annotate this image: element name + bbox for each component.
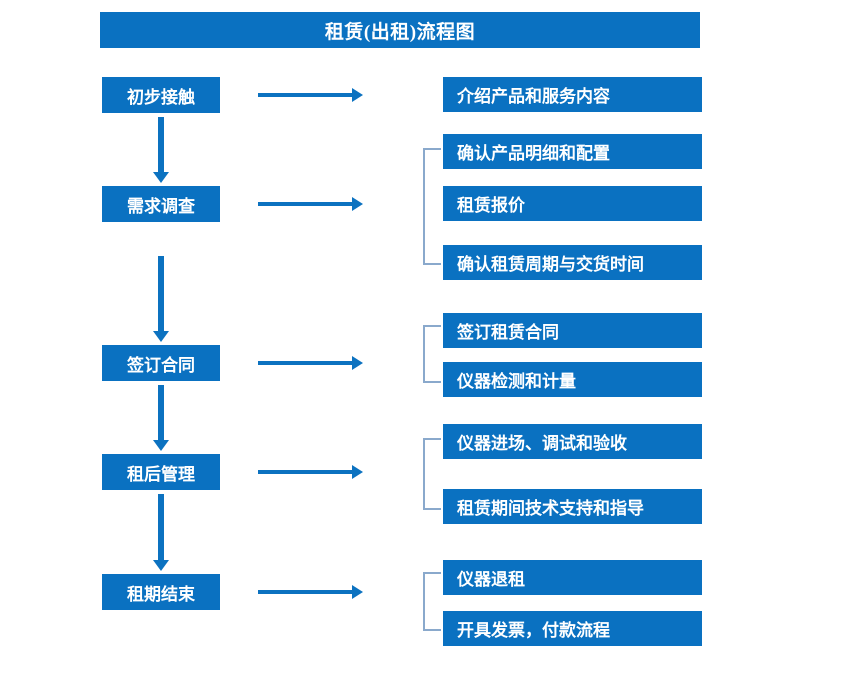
page-title: 租赁(出租)流程图 bbox=[100, 12, 700, 48]
group-bracket-sign-contract bbox=[423, 325, 441, 383]
detail-box-introduce-products[interactable]: 介绍产品和服务内容 bbox=[443, 77, 702, 112]
arrow-down-stage-3-to-4 bbox=[153, 385, 169, 451]
arrow-down-stage-4-to-5 bbox=[153, 494, 169, 571]
detail-box-onsite-commission[interactable]: 仪器进场、调试和验收 bbox=[443, 424, 702, 459]
group-bracket-post-rent-mgmt bbox=[423, 438, 441, 510]
arrow-shaft bbox=[258, 470, 352, 474]
detail-box-invoice-payment[interactable]: 开具发票，付款流程 bbox=[443, 611, 702, 646]
detail-box-return-instrument[interactable]: 仪器退租 bbox=[443, 560, 702, 595]
arrow-head bbox=[153, 560, 169, 571]
arrow-right-stage-4 bbox=[258, 465, 363, 479]
group-bracket-needs-survey bbox=[423, 148, 441, 265]
arrow-shaft bbox=[258, 202, 352, 206]
arrow-right-stage-1 bbox=[258, 88, 363, 102]
arrow-head bbox=[153, 331, 169, 342]
arrow-head bbox=[352, 585, 363, 599]
detail-box-sign-rental-contract[interactable]: 签订租赁合同 bbox=[443, 313, 702, 348]
arrow-down-stage-1-to-2 bbox=[153, 117, 169, 183]
detail-box-instrument-test[interactable]: 仪器检测和计量 bbox=[443, 362, 702, 397]
detail-box-tech-support[interactable]: 租赁期间技术支持和指导 bbox=[443, 489, 702, 524]
arrow-right-stage-3 bbox=[258, 356, 363, 370]
arrow-head bbox=[352, 88, 363, 102]
arrow-shaft bbox=[158, 494, 164, 560]
arrow-shaft bbox=[258, 361, 352, 365]
arrow-shaft bbox=[158, 385, 164, 440]
arrow-shaft bbox=[158, 256, 164, 331]
arrow-head bbox=[352, 465, 363, 479]
arrow-shaft bbox=[158, 117, 164, 172]
arrow-head bbox=[352, 356, 363, 370]
arrow-shaft bbox=[258, 93, 352, 97]
stage-box-needs-survey[interactable]: 需求调查 bbox=[102, 186, 220, 222]
detail-box-rental-quote[interactable]: 租赁报价 bbox=[443, 186, 702, 221]
arrow-head bbox=[352, 197, 363, 211]
arrow-down-stage-2-to-3 bbox=[153, 256, 169, 342]
detail-box-confirm-period[interactable]: 确认租赁周期与交货时间 bbox=[443, 245, 702, 280]
arrow-shaft bbox=[258, 590, 352, 594]
arrow-head bbox=[153, 172, 169, 183]
stage-box-rental-end[interactable]: 租期结束 bbox=[102, 574, 220, 610]
stage-box-sign-contract[interactable]: 签订合同 bbox=[102, 345, 220, 381]
stage-box-initial-contact[interactable]: 初步接触 bbox=[102, 77, 220, 113]
arrow-head bbox=[153, 440, 169, 451]
stage-box-post-rent-mgmt[interactable]: 租后管理 bbox=[102, 454, 220, 490]
detail-box-confirm-spec[interactable]: 确认产品明细和配置 bbox=[443, 134, 702, 169]
group-bracket-rental-end bbox=[423, 572, 441, 631]
arrow-right-stage-5 bbox=[258, 585, 363, 599]
arrow-right-stage-2 bbox=[258, 197, 363, 211]
